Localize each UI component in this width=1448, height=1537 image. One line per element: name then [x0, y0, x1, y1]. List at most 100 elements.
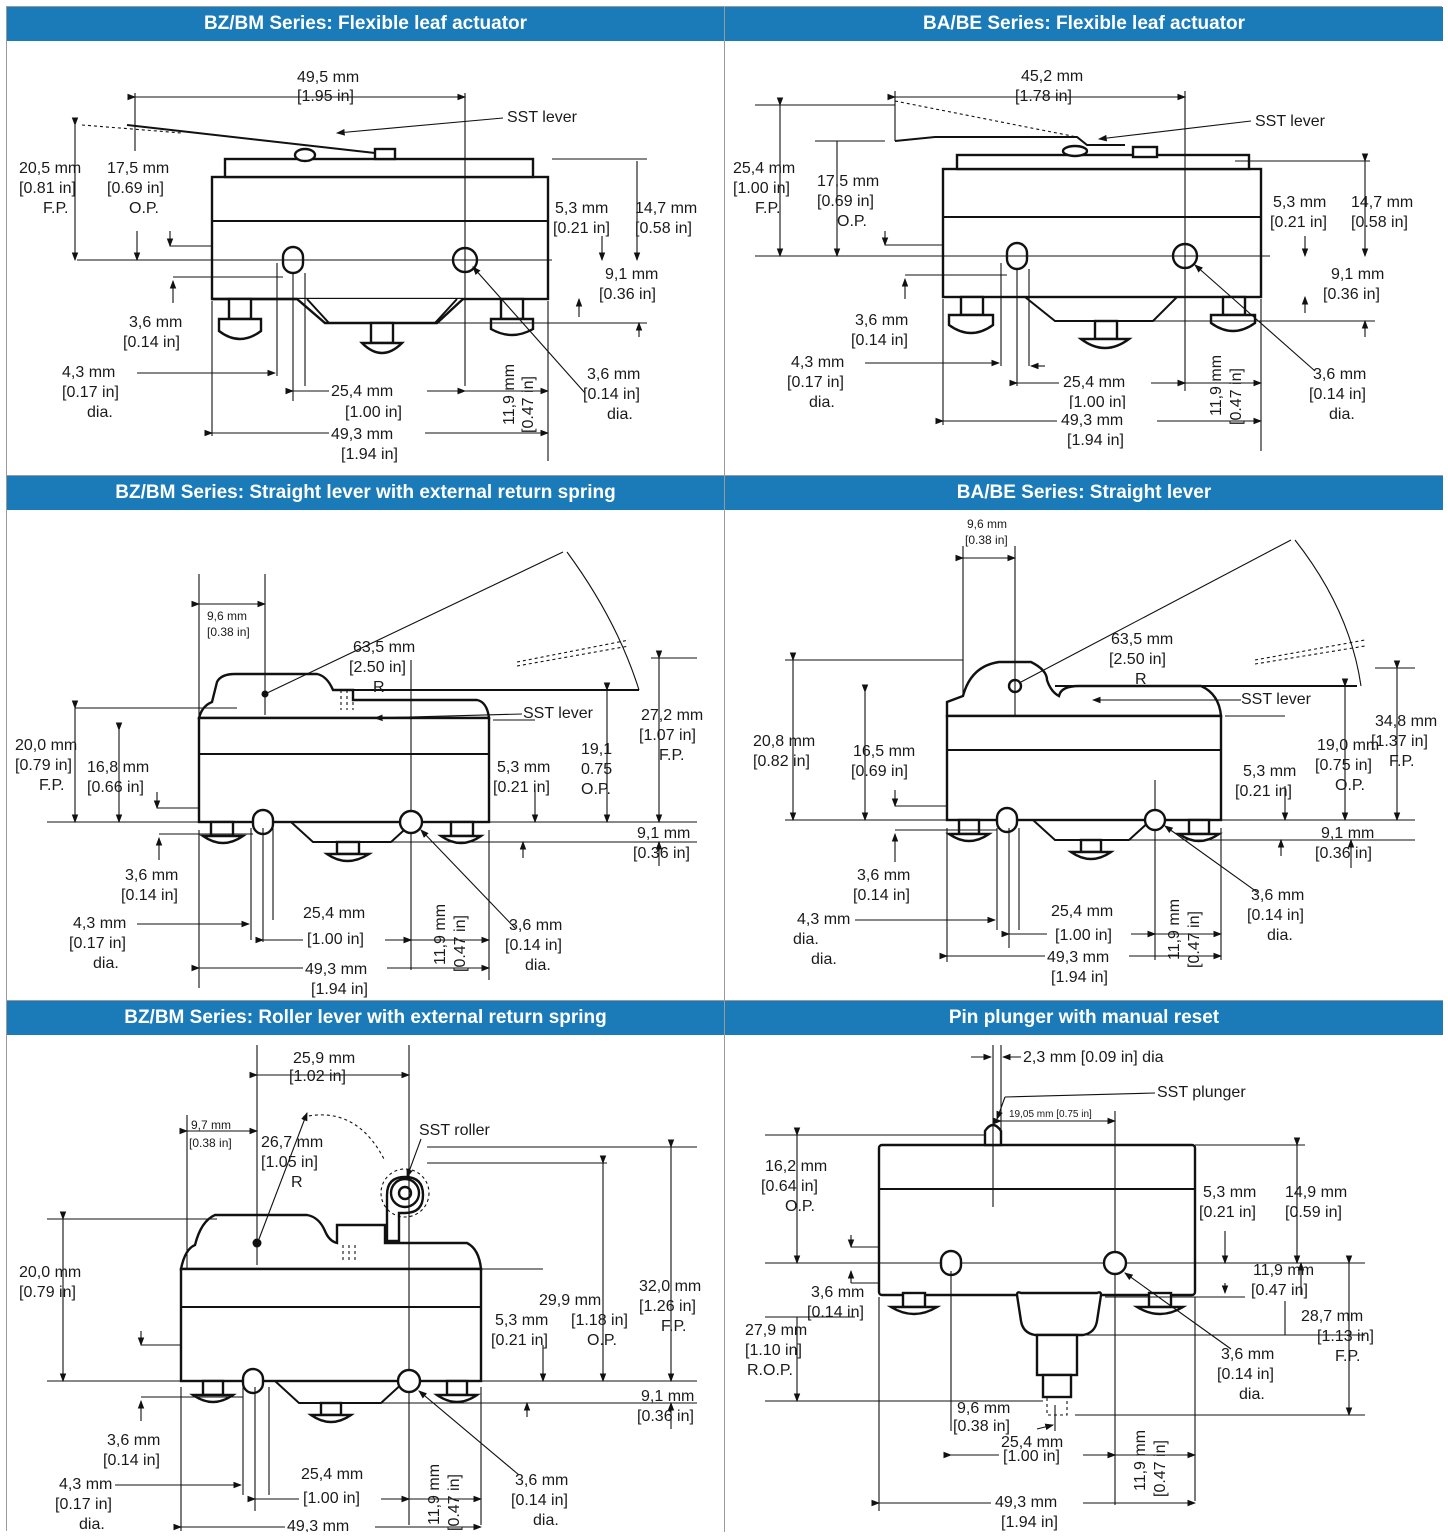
hole-left-label: 3,6 mm	[857, 867, 910, 884]
dimension-text: [1.00 in]	[345, 404, 402, 421]
dimension-text: [0.14 in]	[103, 1452, 160, 1469]
base-label: 9,1 mm	[641, 1388, 694, 1405]
dimension-text: [1.00 in]	[1003, 1448, 1060, 1465]
dimension-text: [1.00 in]	[1069, 394, 1126, 411]
hole-left-label: 3,6 mm	[129, 314, 182, 331]
dimension-text: [1.05 in]	[261, 1154, 318, 1171]
dimension-text: F.P.	[659, 747, 685, 764]
dimension-text: [0.14 in]	[851, 332, 908, 349]
radius-label: 63,5 mm	[1111, 631, 1173, 648]
top-offset-label: 5,3 mm	[555, 200, 608, 217]
dimension-text: R.O.P.	[747, 1362, 793, 1379]
dimension-text: [0.21 in]	[1270, 214, 1327, 231]
dimension-text: dia.	[79, 1516, 105, 1532]
hole-left-label: 3,6 mm	[855, 312, 908, 329]
width-bottom-label: 49,3 mm	[1047, 949, 1109, 966]
height-label: 14,9 mm	[1285, 1184, 1347, 1201]
edge-label: 11,9 mm	[501, 364, 518, 425]
dimension-text: F.P.	[39, 777, 65, 794]
dimension-text: [0.75 in]	[1315, 757, 1372, 774]
dimension-text: [0.79 in]	[15, 757, 72, 774]
spacing-label: 25,4 mm	[1063, 374, 1125, 391]
op-label: 17,5 mm	[107, 160, 169, 177]
dimension-text: [0.21 in]	[491, 1332, 548, 1349]
dimension-text: dia.	[607, 406, 633, 423]
dimension-text: [1.94 in]	[1067, 432, 1124, 449]
panel-title: BA/BE Series: Straight lever	[725, 476, 1443, 510]
dimension-text: O.P.	[1335, 777, 1365, 794]
dimension-text: [1.02 in]	[289, 1068, 346, 1085]
dimension-text: O.P.	[785, 1198, 815, 1215]
panel-pin-plunger-manual-reset: Pin plunger with manual reset	[725, 1001, 1443, 1532]
base-label: 9,1 mm	[605, 266, 658, 283]
dimension-text: F.P.	[1335, 1348, 1361, 1365]
switch-body	[179, 1267, 483, 1383]
dimension-text: [1.94 in]	[1001, 1514, 1058, 1531]
top-offset-label: 5,3 mm	[1273, 194, 1326, 211]
slot-hole-left	[241, 1367, 265, 1395]
dimension-text: [0.36 in]	[633, 845, 690, 862]
dimension-text: [1.10 in]	[745, 1342, 802, 1359]
dimension-text: [1.00 in]	[1055, 927, 1112, 944]
hole-left-label: 3,6 mm	[125, 867, 178, 884]
dimension-text: dia.	[87, 404, 113, 421]
dimension-text: [0.47 in]	[452, 915, 469, 972]
hole-right-label: 3,6 mm	[515, 1472, 568, 1489]
dimension-text: [0.82 in]	[753, 753, 810, 770]
radius-label: 63,5 mm	[353, 639, 415, 656]
top-offset-label: 5,3 mm	[1203, 1184, 1256, 1201]
lever-label: SST lever	[507, 109, 578, 126]
dimension-text: [0.47 in]	[446, 1474, 463, 1531]
dimension-text: [0.47 in]	[1152, 1440, 1169, 1497]
panel-bz-bm-roller-lever: BZ/BM Series: Roller lever with external…	[7, 1001, 725, 1532]
dimension-text: [0.47 in]	[520, 376, 537, 433]
roller-off-label: 25,9 mm	[293, 1050, 355, 1067]
round-hole-right	[1143, 808, 1167, 832]
dimension-text: 0.75	[581, 761, 612, 778]
dimension-text: [0.79 in]	[19, 1284, 76, 1301]
dimension-text: [0.14 in]	[505, 937, 562, 954]
dia-label: 4,3 mm	[73, 915, 126, 932]
dimension-text: dia.	[1329, 406, 1355, 423]
dimension-text: [0.14 in]	[121, 887, 178, 904]
spacing-label: 25,4 mm	[1051, 903, 1113, 920]
op-label: 16,2 mm	[765, 1158, 827, 1175]
spacing-label: 25,4 mm	[303, 905, 365, 922]
lever-label: SST lever	[1255, 113, 1326, 130]
edge-label: 11,9 mm	[432, 904, 449, 965]
dimension-text: [0.17 in]	[55, 1496, 112, 1513]
dimension-text: [0.36 in]	[599, 286, 656, 303]
dimension-text: dia.	[811, 951, 837, 968]
dimension-text: [0.17 in]	[69, 935, 126, 952]
fp-label: 28,7 mm	[1301, 1308, 1363, 1325]
fp2-label: 32,0 mm	[639, 1278, 701, 1295]
dimension-text: [1.94 in]	[1051, 969, 1108, 986]
pivot-label: 9,7 mm	[191, 1118, 231, 1132]
width-bottom-label: 49,3 mm	[287, 1518, 349, 1532]
spacing-label: 25,4 mm	[331, 383, 393, 400]
round-hole-right	[398, 809, 424, 835]
dia-label: 4,3 mm	[62, 364, 115, 381]
dimension-text: [0.14 in]	[511, 1492, 568, 1509]
dimension-text: [0.36 in]	[1315, 845, 1372, 862]
pin-off-label: 19,05 mm [0.75 in]	[1009, 1109, 1092, 1120]
hole-left-label: 3,6 mm	[811, 1284, 864, 1301]
dimension-text: [0.66 in]	[87, 779, 144, 796]
dimension-text: dia.	[793, 931, 819, 948]
dimension-text: R	[291, 1174, 303, 1191]
op-label: 16,5 mm	[853, 743, 915, 760]
dimension-text: [2.50 in]	[1109, 651, 1166, 668]
dimension-text: dia.	[809, 394, 835, 411]
dimension-text: [0.14 in]	[583, 386, 640, 403]
rop-label: 27,9 mm	[745, 1322, 807, 1339]
panel-ba-be-straight-lever: BA/BE Series: Straight lever	[725, 476, 1443, 1001]
fp2-label: 34,8 mm	[1375, 713, 1437, 730]
dimension-text: [0.38 in]	[189, 1136, 232, 1150]
hole-left-label: 3,6 mm	[107, 1432, 160, 1449]
dimension-text: O.P.	[129, 200, 159, 217]
switch-drawing: 2,3 mm [0.09 in] dia SST plunger 19,05 m…	[725, 1035, 1443, 1532]
dimension-text: [0.81 in]	[19, 180, 76, 197]
lever-label: SST lever	[1241, 691, 1312, 708]
fp-label: 20,5 mm	[19, 160, 81, 177]
width-top-label: 49,5 mm	[297, 69, 359, 86]
